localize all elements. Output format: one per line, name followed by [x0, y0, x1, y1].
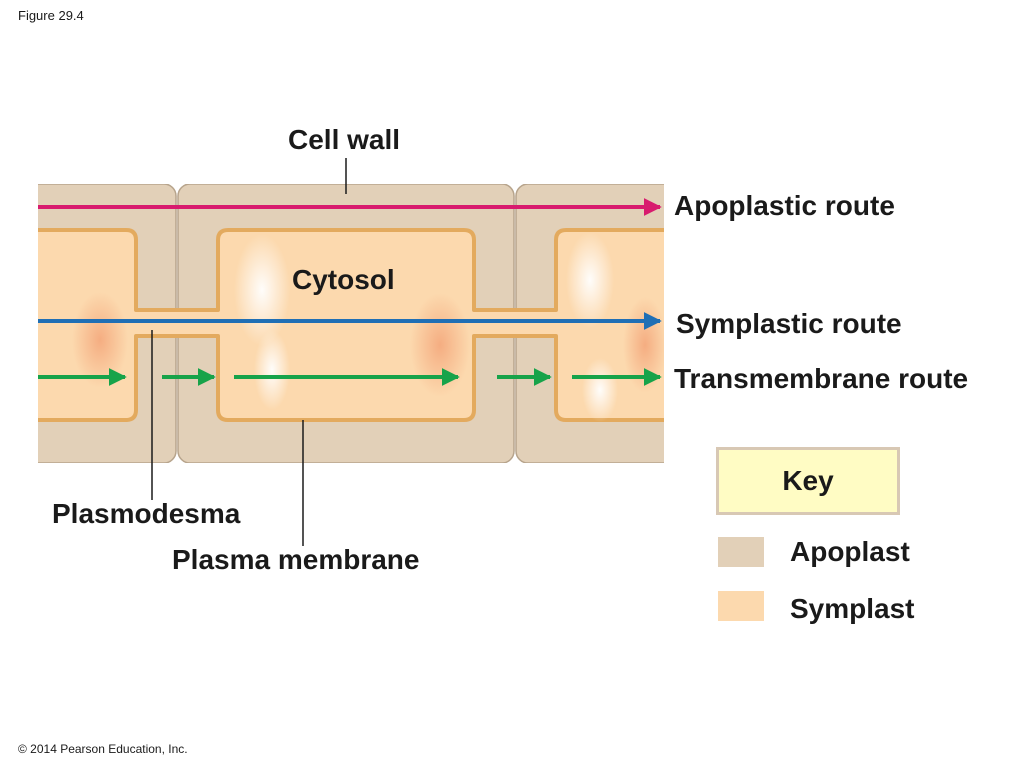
- symplastic-route-label: Symplastic route: [676, 308, 902, 339]
- leader-lines: [151, 158, 347, 546]
- cytosol-label: Cytosol: [292, 264, 395, 295]
- plasma-membrane-label: Plasma membrane: [172, 544, 420, 575]
- figure-label: Figure 29.4: [18, 8, 84, 23]
- apoplast-swatch: [718, 537, 764, 567]
- copyright-notice: © 2014 Pearson Education, Inc.: [18, 742, 188, 756]
- plasmodesma-label: Plasmodesma: [52, 498, 241, 529]
- cell-wall-label: Cell wall: [288, 124, 401, 155]
- key-title-box: Key: [716, 447, 900, 515]
- symplast-swatch: [718, 591, 764, 621]
- transmembrane-route-label: Transmembrane route: [674, 363, 969, 394]
- symplast-key-label: Symplast: [790, 593, 915, 624]
- key-title: Key: [782, 465, 834, 496]
- apoplast-key-label: Apoplast: [790, 536, 910, 567]
- apoplastic-route-label: Apoplastic route: [674, 190, 895, 221]
